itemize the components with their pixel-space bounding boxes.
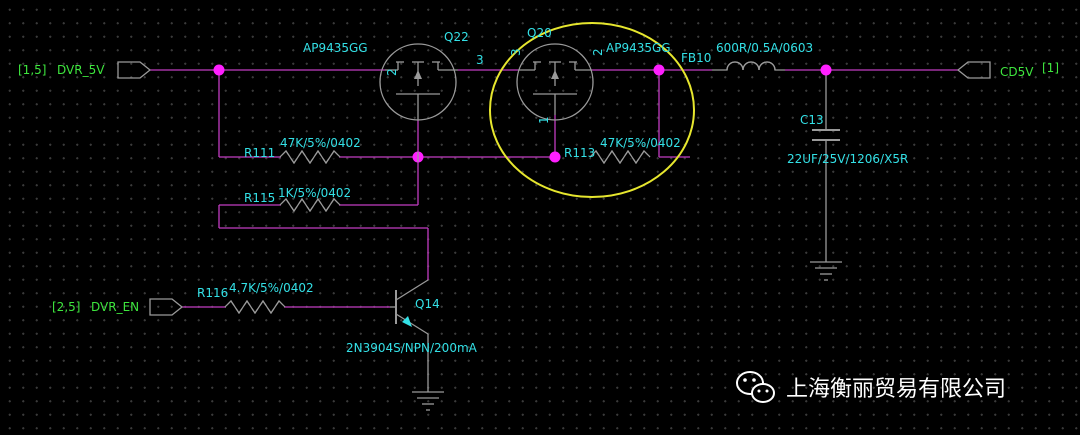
- q22-ref-label: Q22: [444, 30, 469, 44]
- wires: [150, 69, 958, 308]
- r115-value-label: 1K/5%/0402: [278, 186, 351, 200]
- fb10-ref-label: FB10: [681, 51, 711, 65]
- q22-part-label: AP9435GG: [303, 41, 368, 55]
- r115-ref-label: R115: [244, 191, 275, 205]
- highlight-ellipse: [489, 22, 695, 198]
- q14-value-label: 2N3904S/NPN/200mA: [346, 341, 478, 355]
- cd5v-label: CD5V: [1000, 65, 1034, 79]
- q22-pin2-label: 2: [385, 68, 399, 76]
- r116-value-label: 4.7K/5%/0402: [229, 281, 314, 295]
- q20-pin1-label: 1: [537, 116, 551, 124]
- q22-pin3-label: 3: [476, 53, 484, 67]
- r113-ref-label: R113: [564, 146, 595, 160]
- c13-ref-label: C13: [800, 113, 824, 127]
- r116-ref-label: R116: [197, 286, 228, 300]
- dvr-5v-label: DVR_5V: [57, 63, 105, 77]
- q22-symbol: [379, 43, 458, 121]
- dvr-en-label: DVR_EN: [91, 300, 139, 314]
- q20-pin2-label: 2: [591, 48, 605, 56]
- watermark-company-name: 上海衡丽贸易有限公司: [786, 377, 1007, 402]
- q20-symbol: [516, 43, 594, 121]
- fb10-value-label: 600R/0.5A/0603: [716, 41, 813, 55]
- q14-emitter-arrow: [402, 316, 412, 327]
- junction-dot: [549, 151, 561, 163]
- wechat-icon: [736, 371, 775, 403]
- junction-dot: [653, 64, 665, 76]
- cd5v-port-flag: [956, 61, 991, 79]
- q20-ref-label: Q20: [527, 26, 552, 40]
- cd5v-sheet-ref: [1]: [1042, 61, 1059, 75]
- q20-pin3-label: 3: [509, 48, 523, 56]
- fb10-symbol: [712, 61, 785, 71]
- ground-icon: [412, 380, 444, 411]
- c13-value-label: 22UF/25V/1206/X5R: [787, 152, 908, 166]
- r111-value-label: 47K/5%/0402: [280, 136, 361, 150]
- r113-value-label: 47K/5%/0402: [600, 136, 681, 150]
- junction-dot: [213, 64, 225, 76]
- c13-symbol: [812, 70, 840, 262]
- dvr-5v-port-flag: [117, 61, 152, 79]
- ground-icon: [810, 261, 842, 281]
- dvr-en-port-flag: [149, 298, 184, 316]
- q14-symbol: [390, 279, 429, 380]
- r111-ref-label: R111: [244, 146, 275, 160]
- q20-part-label: AP9435GG: [606, 41, 671, 55]
- junction-dot: [820, 64, 832, 76]
- dvr-en-sheet-ref: [2,5]: [52, 300, 80, 314]
- dvr-5v-sheet-ref: [1,5]: [18, 63, 46, 77]
- q14-ref-label: Q14: [415, 297, 440, 311]
